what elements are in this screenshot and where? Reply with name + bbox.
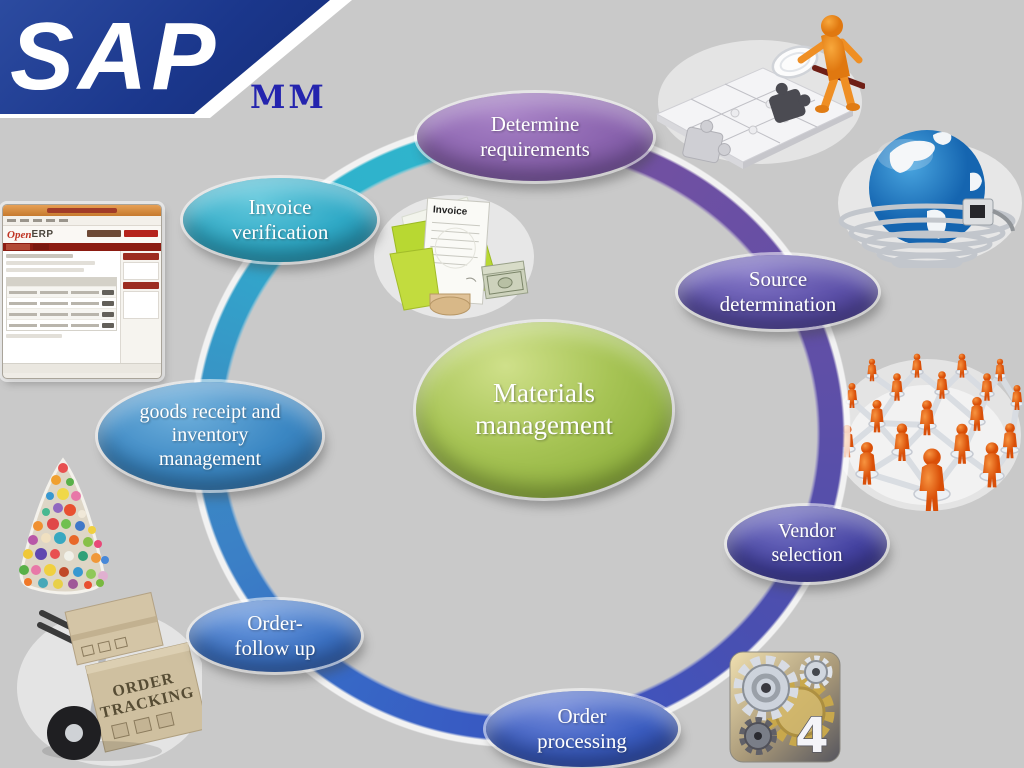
- openerp-table: [6, 277, 117, 331]
- node-label: Order processing: [537, 704, 627, 753]
- node-vendor-selection: Vendor selection: [727, 506, 887, 582]
- node-label: Determine requirements: [480, 112, 590, 161]
- openerp-logo-open: Open: [7, 228, 32, 241]
- sap-module-label: MM: [250, 78, 327, 116]
- openerp-sidebar: [120, 251, 161, 363]
- openerp-navbar: [3, 243, 161, 251]
- gears-icon: 4: [729, 651, 841, 765]
- node-invoice-verification: Invoice verification: [183, 178, 377, 262]
- openerp-content: [3, 251, 161, 363]
- sap-logo-text: SAP: [10, 3, 220, 110]
- svg-text:4: 4: [795, 708, 828, 764]
- window-menubar: [3, 216, 161, 226]
- globe-basket-illustration: [838, 130, 1022, 268]
- node-determine-requirements: Determine requirements: [417, 93, 653, 181]
- node-label: goods receipt and inventory management: [139, 400, 281, 470]
- node-goods-receipt-inventory: goods receipt and inventory management: [98, 382, 322, 490]
- colorful-pile-illustration: [19, 457, 109, 595]
- puzzle-analysis-illustration: [655, 15, 865, 169]
- node-materials-management-center: Materials management: [416, 322, 672, 498]
- openerp-logo-erp: ERP: [31, 229, 54, 240]
- node-source-determination: Source determination: [678, 255, 878, 329]
- openerp-statusbar: [3, 363, 161, 373]
- node-order-follow-up: Order- follow up: [189, 600, 361, 672]
- node-label: Vendor selection: [771, 520, 843, 566]
- node-label: Order- follow up: [234, 611, 316, 660]
- node-label: Source determination: [719, 267, 837, 316]
- invoice-folder-illustration: Invoice: [374, 195, 534, 319]
- node-order-processing: Order processing: [486, 691, 678, 767]
- order-tracking-handtruck-illustration: ORDER TRACKING: [17, 591, 202, 766]
- svg-text:Invoice: Invoice: [432, 204, 468, 217]
- sap-logo: SAP MM: [0, 0, 360, 120]
- node-label: Materials management: [475, 378, 613, 440]
- window-titlebar: [3, 205, 161, 216]
- node-label: Invoice verification: [231, 195, 329, 244]
